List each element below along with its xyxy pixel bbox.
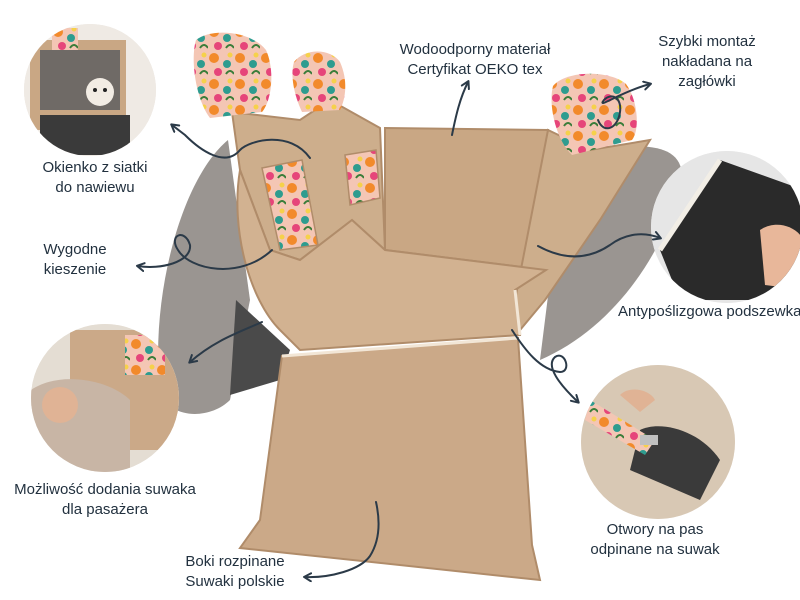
label-mounting-line1: Szybki montaż <box>658 33 756 50</box>
label-zipper-passenger-line1: Możliwość dodania suwaka <box>14 481 196 498</box>
arrow-sides <box>303 501 380 583</box>
arrow-antislip <box>537 231 662 258</box>
label-sides: Boki rozpinane Suwaki polskie <box>170 552 300 592</box>
label-zipper-passenger: Możliwość dodania suwaka dla pasażera <box>0 480 210 520</box>
passenger-zipper-photo <box>31 324 179 472</box>
label-material-line1: Wodoodporny materiał <box>399 41 551 58</box>
label-sides-line2: Suwaki polskie <box>185 573 285 590</box>
label-sides-line1: Boki rozpinane <box>185 553 285 570</box>
label-belt-openings-line1: Otwory na pas <box>606 521 704 538</box>
label-belt-openings: Otwory na pas odpinane na suwak <box>580 520 730 560</box>
label-mesh-window-line1: Okienko z siatki <box>42 159 148 176</box>
label-material-line2: Certyfikat OEKO tex <box>407 61 543 78</box>
callout-arrows <box>136 80 662 583</box>
arrow-mounting <box>597 80 652 130</box>
label-pockets-line2: kieszenie <box>43 261 107 278</box>
label-material: Wodoodporny materiał Certyfikat OEKO tex <box>375 40 575 80</box>
dog-in-car-photo <box>24 24 156 156</box>
arrow-material <box>451 80 470 136</box>
label-mesh-window-line2: do nawiewu <box>55 179 135 196</box>
label-pockets: Wygodne kieszenie <box>30 240 120 280</box>
arrow-mesh-window <box>170 123 311 159</box>
label-mounting-line2: nakładana na <box>661 53 753 70</box>
label-mesh-window: Okienko z siatki do nawiewu <box>30 158 160 198</box>
label-antislip: Antypoślizgowa podszewka <box>618 302 800 322</box>
label-mounting: Szybki montaż nakładana na zagłówki <box>652 32 762 92</box>
seat-cover <box>193 32 653 582</box>
label-antislip-line1: Antypoślizgowa podszewka <box>618 303 800 320</box>
label-mounting-line3: zagłówki <box>678 73 736 90</box>
label-zipper-passenger-line2: dla pasażera <box>62 501 148 518</box>
label-pockets-line1: Wygodne <box>43 241 107 258</box>
antislip-lining-photo <box>651 151 800 303</box>
arrow-belt-openings <box>511 329 580 404</box>
seatbelt-opening-photo <box>581 365 735 519</box>
label-belt-openings-line2: odpinane na suwak <box>590 541 720 558</box>
arrow-pockets <box>136 234 273 273</box>
arrow-zipper-passenger <box>188 321 263 364</box>
